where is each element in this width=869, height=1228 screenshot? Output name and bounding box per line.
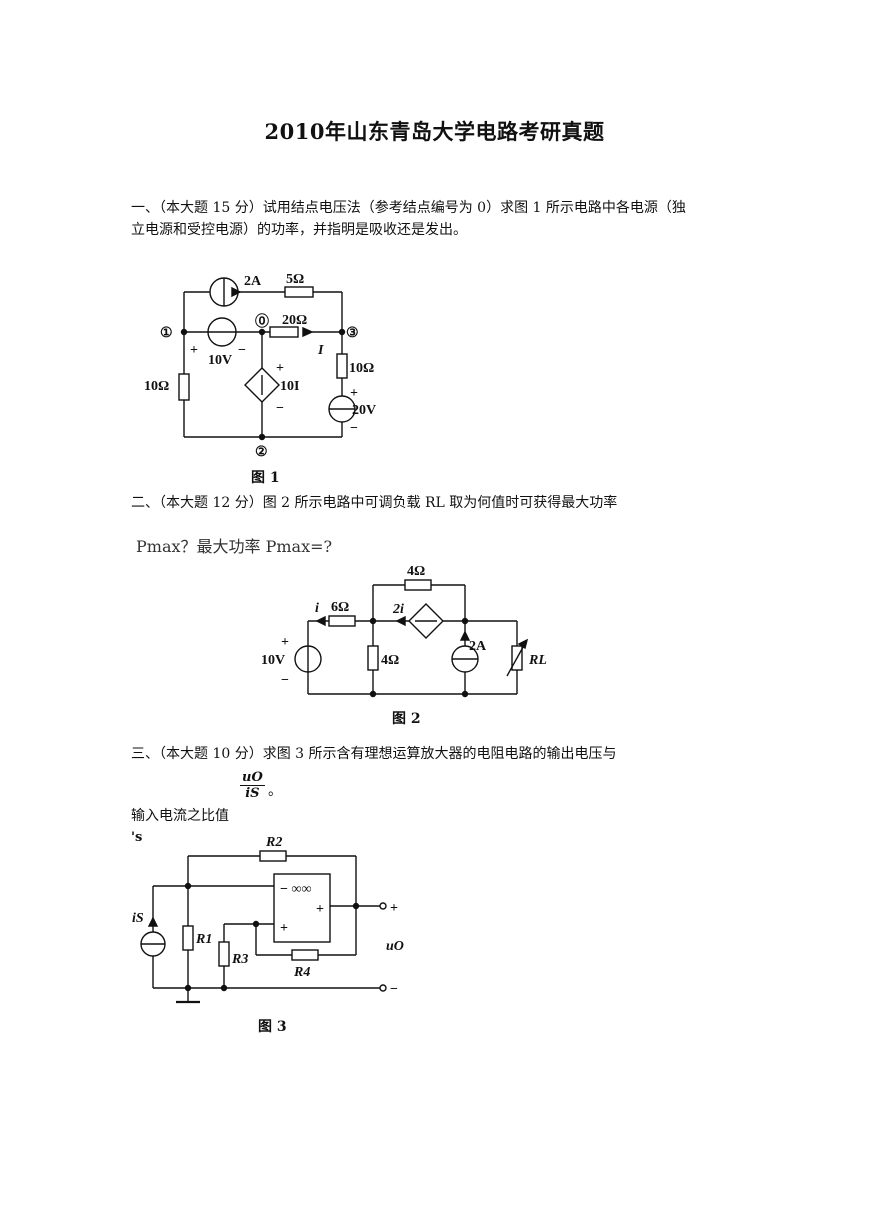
question-3-text: 三、（本大题 10 分）求图 3 所示含有理想运算放大器的电阻电路的输出电压与 [131,746,617,762]
svg-text:10V: 10V [208,353,232,368]
svg-text:−: − [276,401,284,416]
svg-text:R2: R2 [265,835,282,850]
svg-text:10Ω: 10Ω [349,361,374,376]
svg-text:uO: uO [386,939,404,954]
svg-text:−: − [281,673,289,688]
svg-text:4Ω: 4Ω [407,564,425,579]
op-amp-block [273,873,331,943]
ratio-numerator: uO [240,770,265,786]
svg-text:+: + [190,343,198,358]
resistor-5ohm [284,286,314,298]
question-2-pmax: Pmax？最大功率 Pmax=? [136,537,333,556]
svg-text:10I: 10I [280,379,299,394]
figure-3-circuit: R2 − ∞∞ + + iS R1 R3 R4 uO + − [128,830,428,1020]
svg-text:I: I [317,343,324,358]
resistor-10ohm-left [178,373,190,401]
question-3-text-2: 输入电流之比值 [131,808,229,824]
svg-text:+: + [281,635,289,650]
resistor-r4 [291,949,319,961]
svg-text:10V: 10V [261,653,285,668]
svg-text:−: − [390,982,398,997]
svg-text:10Ω: 10Ω [144,379,169,394]
ratio-denominator: iS [245,786,260,801]
svg-text:iS: iS [132,911,144,926]
stray-mark: 's [131,830,143,845]
svg-text:+: + [316,902,324,917]
svg-text:③: ③ [346,326,359,341]
figure-3-caption: 图 3 [258,1019,287,1035]
page-title: 2010年山东青岛大学电路考研真题 [264,119,605,144]
svg-text:20Ω: 20Ω [282,313,307,328]
question-1-line-2: 立电源和受控电源）的功率，并指明是吸收还是发出。 [131,222,467,238]
svg-text:20V: 20V [352,403,376,418]
question-2-text: 二、（本大题 12 分）图 2 所示电路中可调负载 RL 取为何值时可获得最大功… [131,495,618,511]
svg-text:+: + [276,361,284,376]
ratio-tail: 。 [268,783,282,799]
svg-text:+: + [280,921,288,936]
svg-text:+: + [350,386,358,401]
output-terminal-plus [379,902,387,910]
resistor-r2 [259,850,287,862]
svg-text:2i: 2i [392,602,404,617]
svg-text:+: + [390,901,398,916]
svg-text:−: − [350,421,358,436]
figure-1-caption: 图 1 [251,470,280,486]
svg-text:2A: 2A [469,639,487,654]
svg-text:4Ω: 4Ω [381,653,399,668]
resistor-20ohm [269,326,299,338]
svg-text:R3: R3 [231,952,248,967]
svg-text:⓪: ⓪ [255,313,269,330]
svg-text:①: ① [160,326,173,341]
svg-text:②: ② [255,445,268,460]
question-1-text: 一、（本大题 15 分）试用结点电压法（参考结点编号为 0）求图 1 所示电路中… [131,197,751,241]
svg-text:RL: RL [528,653,547,668]
resistor-6ohm [328,615,356,627]
resistor-4ohm [367,645,379,671]
figure-2-caption: 图 2 [392,711,421,727]
resistor-r3 [218,941,230,967]
svg-text:R4: R4 [293,965,310,980]
resistor-4ohm-top [404,579,432,591]
svg-text:− ∞∞: − ∞∞ [280,882,311,897]
resistor-r1 [182,925,194,951]
svg-text:6Ω: 6Ω [331,600,349,615]
svg-text:2A: 2A [244,274,262,289]
figure-2-circuit: 4Ω i 6Ω 2i + 10V − 4Ω 2A RL [255,560,565,710]
figure-1-circuit: 2A 5Ω 20Ω I 10Ω + 20V − 10Ω + 10V − + 10… [140,262,400,462]
svg-text:5Ω: 5Ω [286,272,304,287]
svg-text:−: − [238,343,246,358]
svg-text:i: i [315,601,319,616]
ratio-fraction: uO iS [240,770,265,801]
output-terminal-minus [379,984,387,992]
svg-text:R1: R1 [195,932,212,947]
resistor-10ohm-right [336,353,348,379]
question-1-line-1: 一、（本大题 15 分）试用结点电压法（参考结点编号为 0）求图 1 所示电路中… [131,200,686,216]
